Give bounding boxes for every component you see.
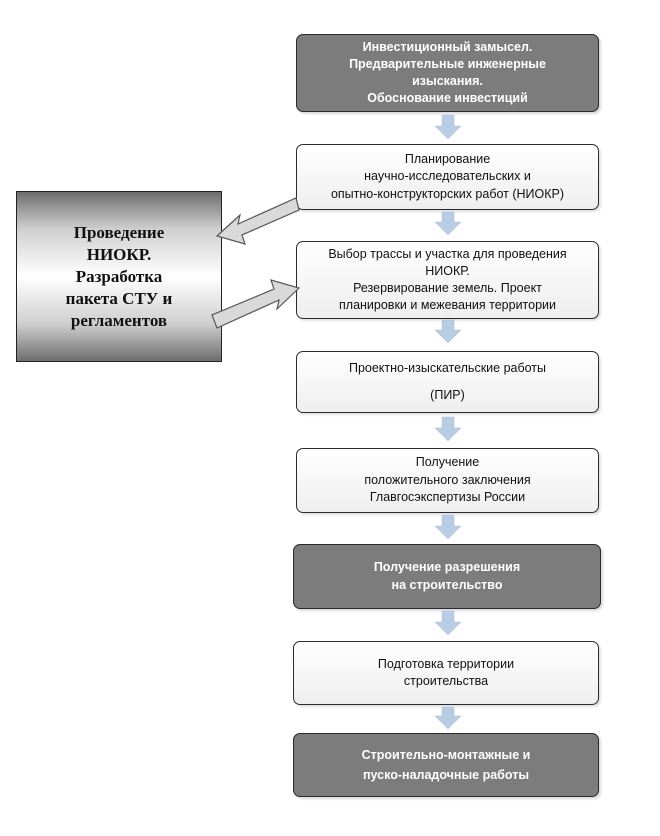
step-line: Получение	[415, 455, 480, 470]
side-box-line: Проведение	[73, 222, 165, 242]
step-line: Инвестиционный замысел.	[362, 40, 533, 54]
flow-arrow	[434, 706, 462, 730]
step-building-permit: Получение разрешения на строительство	[293, 544, 601, 609]
step-line: опытно-конструкторских работ (НИОКР)	[330, 186, 565, 201]
step-line: положительного заключения	[364, 472, 531, 487]
step-expertise-approval: Получение положительного заключения Глав…	[296, 448, 599, 513]
step-line: Проектно-изыскательские работы	[348, 361, 547, 375]
step-line: Планирование	[404, 151, 491, 166]
flow-arrow	[434, 416, 462, 442]
step-construction-commissioning: Строительно-монтажные и пуско-наладочные…	[293, 733, 599, 797]
side-box-line: НИОКР.	[86, 244, 152, 264]
step-line: Предварительные инженерные	[349, 57, 546, 71]
step-line: Главгосэкспертизы России	[369, 490, 526, 505]
step-route-selection: Выбор трассы и участка для проведения НИ…	[296, 241, 599, 319]
step-site-preparation: Подготовка территории строительства	[293, 641, 599, 705]
step-line: Строительно-монтажные и	[361, 748, 531, 762]
step-line: изыскания.	[412, 74, 483, 88]
side-box-line: Разработка	[75, 266, 163, 286]
step-line: пуско-наладочные работы	[362, 768, 530, 782]
step-design-survey: Проектно-изыскательские работы (ПИР)	[296, 351, 599, 413]
side-box-line: регламентов	[70, 310, 168, 330]
side-box-line: пакета СТУ и	[65, 288, 173, 308]
step-line: планировки и межевания территории	[339, 298, 556, 312]
flow-arrow	[434, 319, 462, 344]
side-arrow-from-niokr	[211, 279, 301, 329]
step-investment-idea: Инвестиционный замысел. Предварительные …	[296, 34, 599, 112]
step-line: Выбор трассы и участка для проведения	[328, 247, 567, 261]
step-line: Получение разрешения	[373, 560, 521, 574]
flow-arrow	[434, 114, 462, 140]
step-line: Резервирование земель. Проект	[353, 281, 542, 295]
step-line: Обоснование инвестиций	[367, 91, 528, 105]
step-line: (ПИР)	[430, 388, 465, 402]
step-line: НИОКР.	[425, 264, 470, 278]
step-line: на строительство	[391, 577, 503, 592]
step-niokr-planning: Планирование научно-исследовательских и …	[296, 144, 599, 210]
side-box-niokr: Проведение НИОКР. Разработка пакета СТУ …	[16, 191, 222, 362]
step-line: научно-исследовательских и	[364, 169, 531, 184]
step-line: Подготовка территории	[377, 656, 515, 671]
step-line: строительства	[403, 674, 489, 688]
flow-arrow	[434, 514, 462, 540]
side-arrow-to-niokr	[215, 197, 300, 245]
flow-arrow	[434, 610, 462, 636]
flow-arrow	[434, 211, 462, 236]
